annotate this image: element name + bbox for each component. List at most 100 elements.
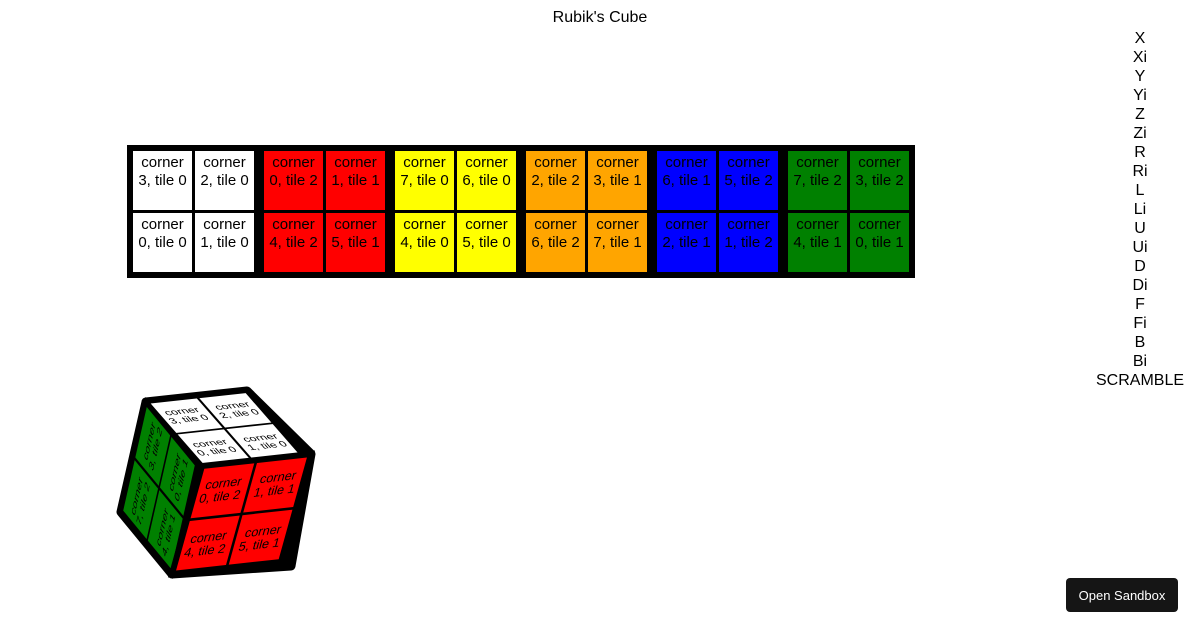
tile-word: corner: [796, 216, 839, 233]
move-button-bi[interactable]: Bi: [1132, 353, 1148, 370]
tile-word: corner: [596, 216, 639, 233]
tile-pos: 5, tile 0: [462, 233, 511, 251]
tile-pos: 7, tile 0: [400, 171, 449, 189]
tile-pos: 6, tile 2: [531, 233, 580, 251]
tile-pos: 1, tile 1: [331, 171, 380, 189]
tile-pos: 3, tile 2: [855, 171, 904, 189]
tile-word: corner: [141, 154, 184, 171]
move-button-r[interactable]: R: [1134, 144, 1146, 161]
tile-pos: 0, tile 0: [194, 445, 239, 457]
move-button-y[interactable]: Y: [1134, 68, 1146, 85]
tile-pos: 2, tile 0: [200, 171, 249, 189]
move-button-zi[interactable]: Zi: [1133, 125, 1147, 142]
tile-pos: 3, tile 1: [593, 171, 642, 189]
tile-word: corner: [272, 216, 315, 233]
move-button-f[interactable]: F: [1135, 296, 1145, 313]
tile-word: corner: [727, 216, 770, 233]
tile-pos: 2, tile 2: [531, 171, 580, 189]
tile-word: corner: [212, 400, 253, 412]
cube-tile-label: corner3, tile 0: [159, 405, 211, 425]
cube-tile-label: corner4, tile 2: [182, 527, 231, 560]
cube-tile-label: corner0, tile 0: [187, 437, 239, 457]
move-button-l[interactable]: L: [1135, 182, 1145, 199]
move-button-d[interactable]: D: [1134, 258, 1146, 275]
tile-word: corner: [465, 154, 508, 171]
tile-pos: 4, tile 2: [269, 233, 318, 251]
tile-word: corner: [203, 154, 246, 171]
tile-pos: 0, tile 2: [197, 487, 242, 506]
move-button-xi[interactable]: Xi: [1132, 49, 1148, 66]
move-button-u[interactable]: U: [1134, 220, 1146, 237]
cube-tile-label: corner5, tile 1: [237, 521, 286, 554]
tile-pos: 6, tile 1: [662, 171, 711, 189]
tile-word: corner: [665, 154, 708, 171]
move-button-li[interactable]: Li: [1133, 201, 1147, 218]
move-button-x[interactable]: X: [1134, 30, 1146, 47]
tile-pos: 0, tile 0: [138, 233, 187, 251]
cube-tile-label: corner1, tile 1: [252, 467, 301, 500]
open-sandbox-button[interactable]: Open Sandbox: [1066, 578, 1178, 612]
tile-pos: 0, tile 1: [855, 233, 904, 251]
tile-word: corner: [465, 216, 508, 233]
tile-word: corner: [162, 406, 203, 418]
tile-word: corner: [858, 216, 901, 233]
tile-pos: 4, tile 2: [182, 541, 227, 560]
tile-word: corner: [203, 216, 246, 233]
tile-pos: 4, tile 0: [400, 233, 449, 251]
cube-tile-label: corner0, tile 2: [197, 473, 246, 506]
tile-word: corner: [243, 522, 284, 541]
tile-word: corner: [727, 154, 770, 171]
tile-word: corner: [796, 154, 839, 171]
tile-word: corner: [858, 154, 901, 171]
move-button-ui[interactable]: Ui: [1132, 239, 1148, 256]
tile-pos: 2, tile 0: [217, 408, 262, 420]
tile-word: corner: [204, 474, 245, 493]
cube-tile-label: corner1, tile 0: [238, 432, 290, 452]
tile-pos: 1, tile 2: [724, 233, 773, 251]
tile-word: corner: [240, 432, 281, 444]
tile-pos: 3, tile 0: [166, 413, 211, 425]
move-button-yi[interactable]: Yi: [1133, 87, 1147, 104]
tile-pos: 6, tile 0: [462, 171, 511, 189]
move-button-z[interactable]: Z: [1135, 106, 1145, 123]
tile-pos: 7, tile 1: [593, 233, 642, 251]
move-button-b[interactable]: B: [1134, 334, 1146, 351]
tile-pos: 5, tile 1: [331, 233, 380, 251]
move-button-ri[interactable]: Ri: [1132, 163, 1148, 180]
tile-word: corner: [403, 216, 446, 233]
move-button-di[interactable]: Di: [1132, 277, 1148, 294]
move-button-fi[interactable]: Fi: [1133, 315, 1147, 332]
tile-pos: 1, tile 0: [245, 440, 290, 452]
cube-tile-label: corner2, tile 0: [210, 400, 262, 420]
move-button-scramble[interactable]: SCRAMBLE: [1095, 372, 1185, 389]
tile-word: corner: [190, 438, 231, 450]
tile-word: corner: [534, 154, 577, 171]
